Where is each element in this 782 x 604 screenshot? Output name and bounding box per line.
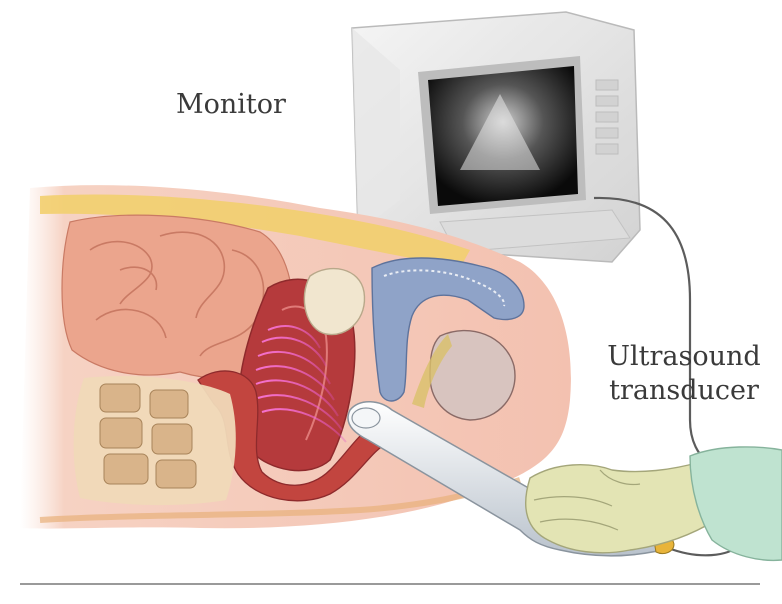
monitor-label: Monitor: [176, 89, 286, 120]
penis-section: [371, 257, 525, 402]
monitor: [351, 11, 641, 263]
transducer-label-line1: Ultrasound: [607, 341, 761, 372]
ultrasound-waves: [255, 325, 347, 443]
transducer-label-line2: transducer: [609, 375, 759, 406]
transducer-label: Ultrasound transducer: [596, 340, 772, 408]
gloved-hand: [525, 461, 717, 554]
bladder: [303, 267, 366, 336]
spine: [99, 383, 197, 489]
surgical-gown-sleeve: [689, 446, 782, 562]
